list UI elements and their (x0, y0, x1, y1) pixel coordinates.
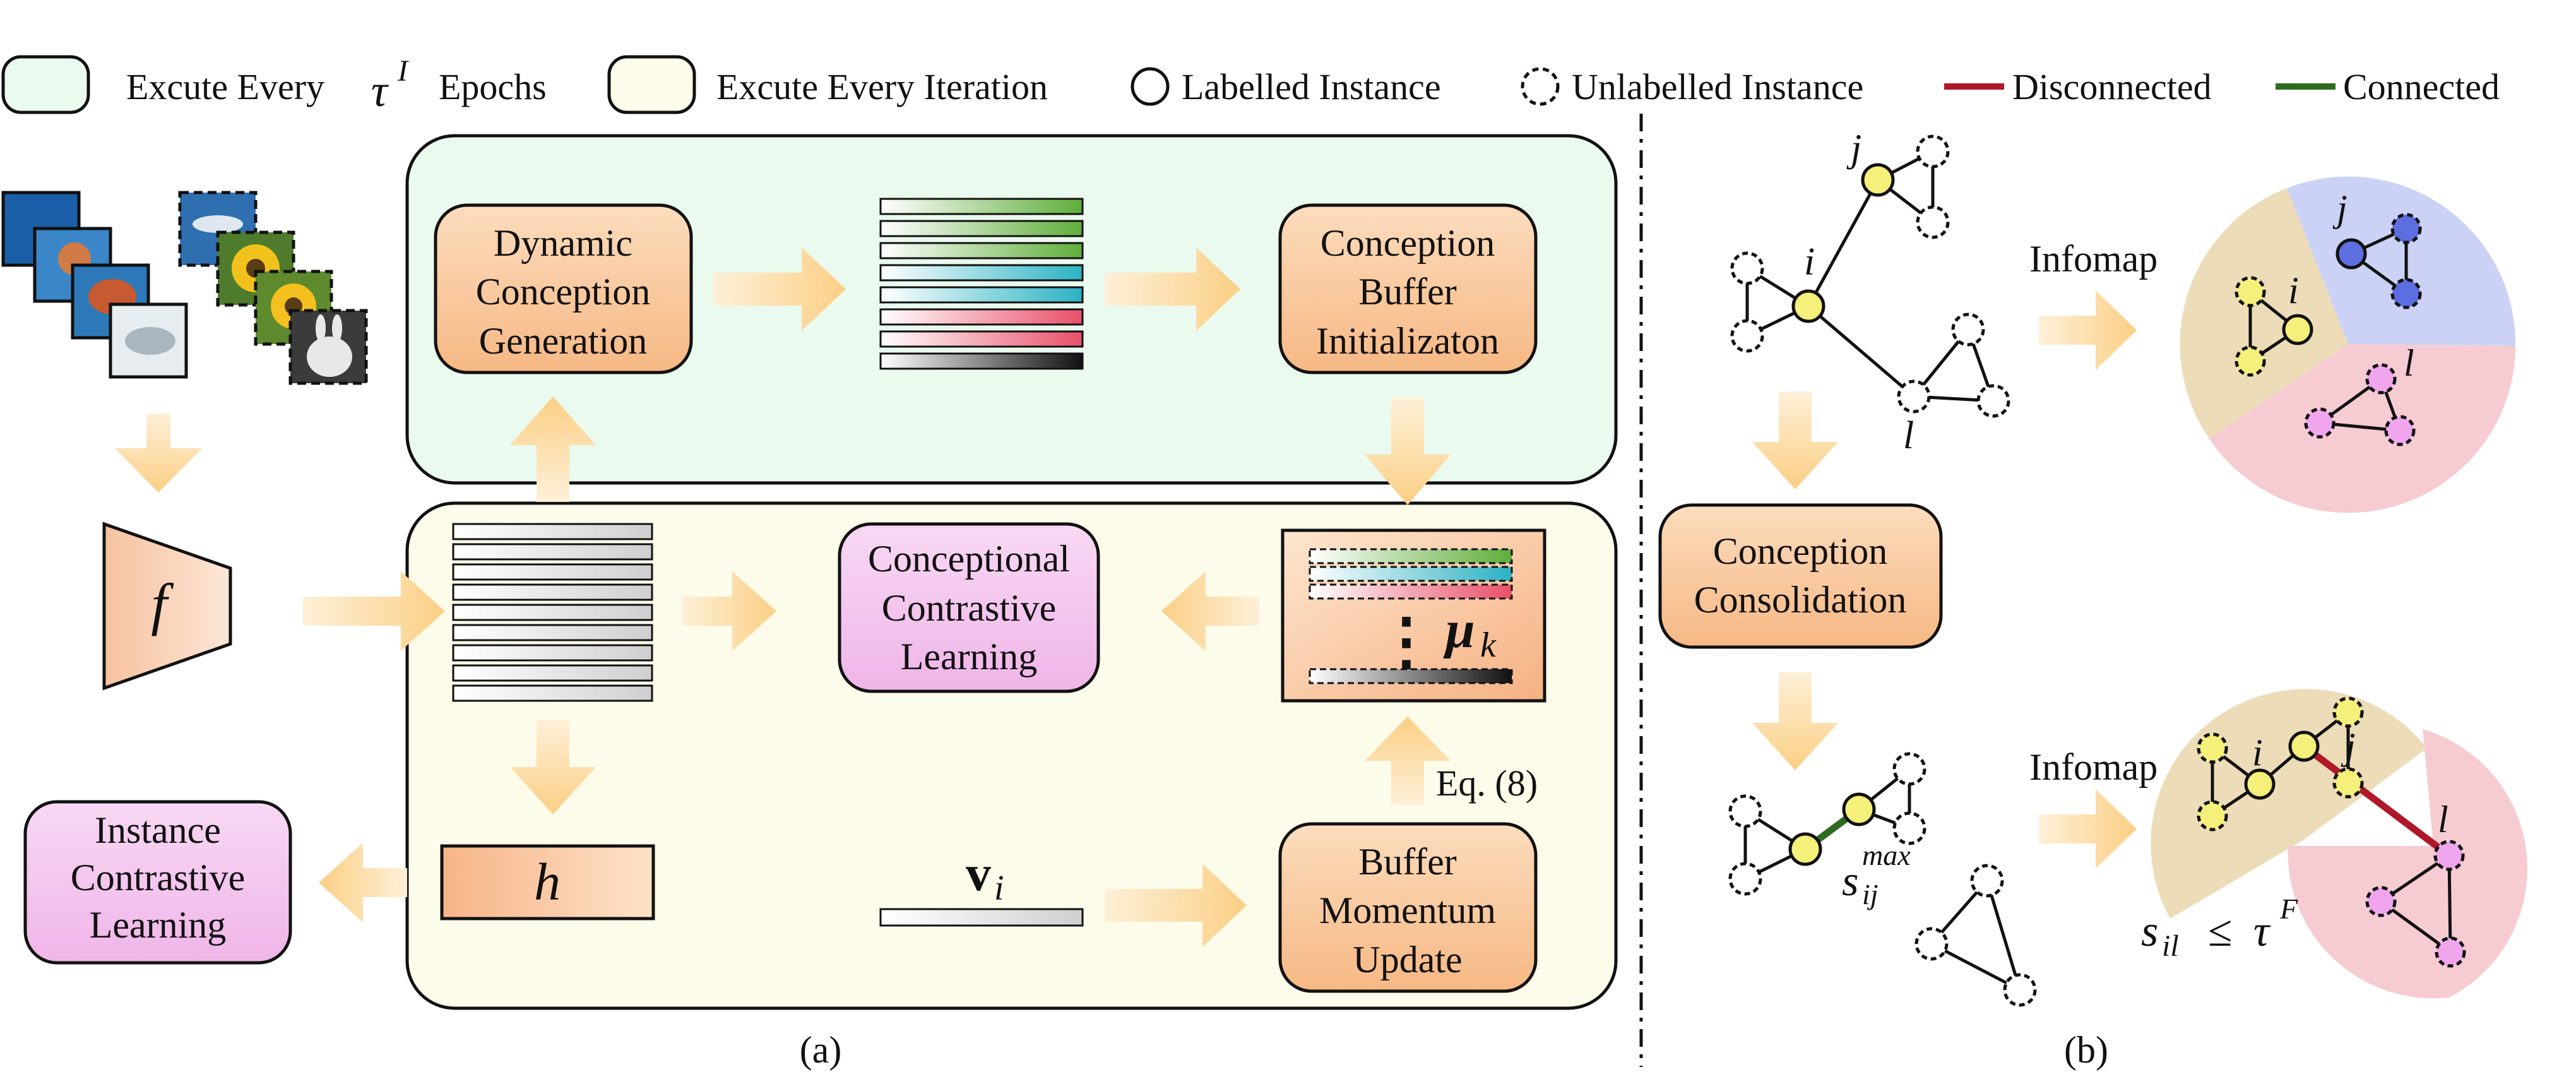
dynamic-generation-box (434, 203, 693, 374)
node-label-i-top: i (1804, 241, 1815, 283)
legend-tau-symbol: τ (371, 66, 389, 116)
buffer-dots: ⋮ (1375, 607, 1438, 677)
legend-yellow-swatch (607, 55, 696, 114)
legend: Excute Every τ I Epochs Excute Every Ite… (1, 54, 2500, 116)
instance-contrastive-line1: Instance (95, 809, 221, 851)
infomap-top-label: Infomap (2029, 238, 2158, 280)
caption-b: (b) (2064, 1029, 2108, 1071)
s-max-superscript: max (1862, 839, 1911, 871)
arrow-infomap-top (2039, 290, 2137, 370)
node-label-i-bottom: i (2252, 732, 2263, 773)
consolidation-line2: Consolidation (1694, 579, 1907, 621)
cluster-graphs-top (2235, 213, 2422, 446)
node-label-i-pie-top: i (2288, 270, 2299, 311)
arrow-vector-to-update (1105, 864, 1247, 947)
instance-contrastive-box (23, 800, 292, 965)
dynamic-generation-line3: Generation (479, 320, 648, 362)
arrow-buffer-to-conceptional (1161, 571, 1259, 651)
instance-contrastive-line2: Contrastive (71, 857, 246, 898)
buffer-update-line1: Buffer (1358, 841, 1457, 883)
node-label-j-top: j (1846, 127, 1861, 170)
node-label-l-pie-top: l (2404, 342, 2414, 384)
arrow-consolidation-down (1752, 672, 1838, 770)
arrow-h-to-instance (319, 843, 407, 922)
panel-b: i j l Infomap (1658, 127, 2527, 1071)
unlabelled-image-stack (178, 191, 368, 385)
buffer-init-line3: Initializaton (1316, 320, 1499, 362)
conceptional-line1: Conceptional (868, 538, 1070, 580)
instance-contrastive-line3: Learning (90, 904, 227, 946)
dynamic-generation-line2: Conception (476, 271, 651, 313)
arrow-bars-to-init (1105, 247, 1240, 331)
feature-h-label: h (534, 853, 561, 912)
node-label-l-top: l (1903, 414, 1914, 457)
vector-bar (879, 908, 1084, 927)
graph-after-consolidation (1728, 752, 2037, 1007)
conceptional-line3: Learning (901, 636, 1038, 677)
feature-h-box (440, 844, 655, 920)
legend-yellow-label: Excute Every Iteration (716, 66, 1048, 107)
arrow-features-to-h (510, 720, 596, 814)
arrow-infomap-bottom (2039, 789, 2137, 869)
vector-v: v (966, 846, 991, 902)
s-max-label: s (1842, 857, 1858, 905)
node-label-l-bottom: l (2438, 799, 2448, 840)
dynamic-generation-line1: Dynamic (494, 222, 632, 264)
encoder-f (102, 521, 232, 691)
arrow-update-to-buffer (1365, 717, 1451, 805)
legend-tau-superscript: I (397, 54, 409, 88)
buffer-init-line2: Buffer (1358, 271, 1457, 313)
legend-labelled-label: Labelled Instance (1182, 66, 1441, 107)
legend-unlabelled-label: Unlabelled Instance (1572, 66, 1863, 107)
tau-f-superscript: F (2279, 893, 2298, 925)
cluster-graphs-bottom (2197, 696, 2466, 968)
conception-bars (879, 198, 1084, 370)
legend-green-label: Excute Every (126, 66, 324, 107)
arrow-features-to-conceptional (682, 571, 776, 651)
s-il-subscript: il (2162, 929, 2179, 963)
leq-symbol: ≤ (2208, 907, 2232, 956)
equation-ref: Eq. (8) (1436, 763, 1538, 804)
arrow-images-to-encoder (115, 414, 202, 492)
feature-stack (452, 523, 653, 702)
buffer-update-line2: Momentum (1319, 890, 1496, 931)
tau-f-symbol: τ (2253, 907, 2271, 956)
clustered-pie-top (2180, 176, 2516, 513)
legend-epochs-label: Epochs (439, 66, 547, 107)
legend-labelled-icon (1131, 67, 1170, 106)
conceptional-line2: Contrastive (882, 587, 1057, 629)
s-max-subscript: ij (1862, 878, 1879, 910)
buffer-mu: μ (1443, 600, 1475, 659)
consolidation-line1: Conception (1713, 530, 1888, 572)
vector-v-sub: i (994, 869, 1004, 908)
arrow-graph-to-consolidation (1752, 391, 1838, 489)
buffer-init-line1: Conception (1321, 222, 1495, 264)
infomap-bottom-label: Infomap (2029, 746, 2158, 788)
legend-green-swatch (1, 55, 90, 114)
legend-connected-label: Connected (2343, 66, 2500, 107)
buffer-init-box (1278, 203, 1538, 374)
caption-a: (a) (800, 1029, 842, 1071)
buffer-mu-sub: k (1480, 626, 1497, 665)
labelled-image-stack (1, 191, 188, 379)
legend-unlabelled-icon (1521, 67, 1560, 106)
buffer-update-box (1278, 822, 1538, 993)
arrow-encoder-to-features (303, 571, 445, 651)
s-il-label: s (2141, 907, 2158, 956)
buffer-update-line3: Update (1353, 939, 1462, 980)
consolidation-box (1658, 503, 1943, 649)
graph-before-infomap (1730, 134, 2010, 418)
conceptional-contrastive-box (838, 522, 1100, 693)
arrow-features-to-generation (510, 396, 596, 502)
arrow-init-to-buffer (1365, 398, 1451, 505)
legend-disconnected-label: Disconnected (2012, 66, 2212, 107)
panel-a: f h Instance Contrastive Learn (1, 134, 1618, 1071)
arrow-generation-to-bars (713, 247, 846, 331)
